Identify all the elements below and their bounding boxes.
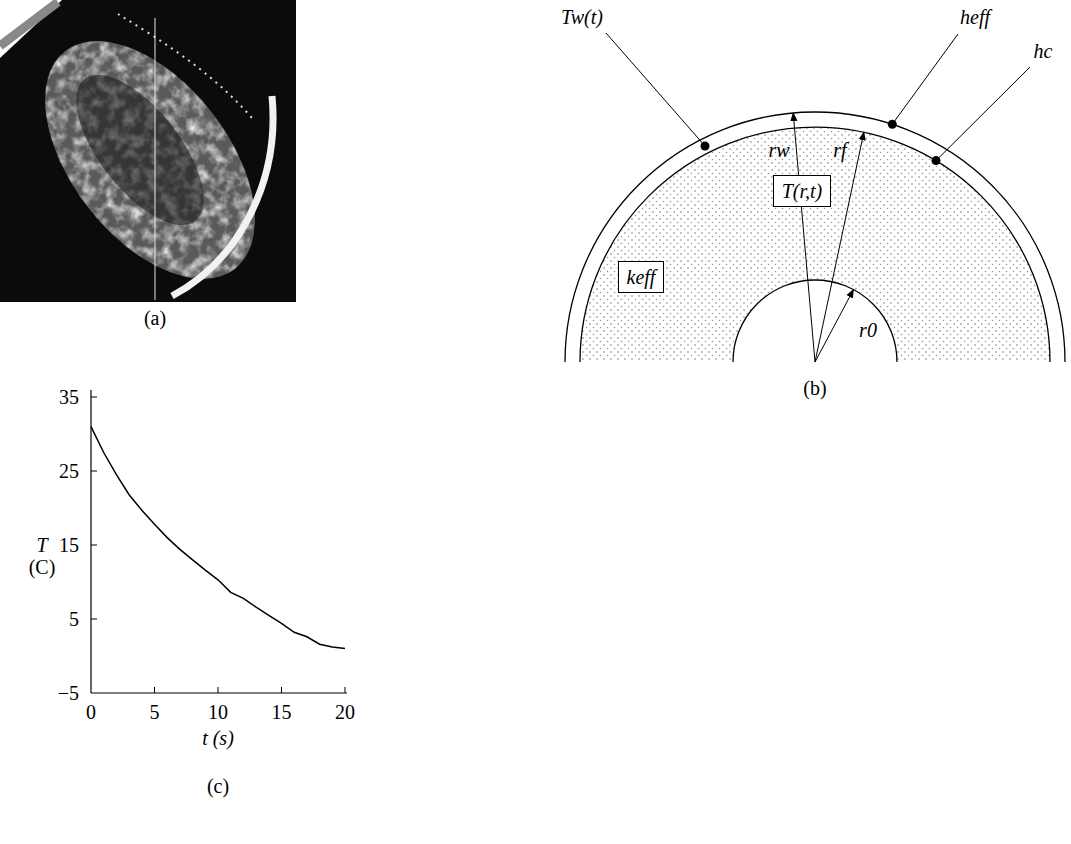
inner-wall-arc: [580, 127, 1050, 362]
photo-dark-core: [53, 54, 227, 245]
panel-label: (a): [144, 307, 166, 329]
outer-wall-arc: [565, 112, 1065, 362]
leader-line: [606, 33, 705, 146]
symbol-label: Tw(t): [561, 6, 603, 28]
radius-arrow: [815, 290, 854, 362]
core-arc: [733, 280, 897, 362]
radius-arrow: [815, 132, 864, 362]
photo-sample: [4, 3, 297, 317]
tick-label: 25: [59, 460, 79, 482]
axis-title: t (s): [202, 727, 234, 749]
axis-ticks: [91, 397, 345, 693]
photo: [0, 0, 296, 317]
node-text: T(r,t): [782, 180, 823, 202]
temperature-curve: [91, 427, 345, 649]
property-box: keff: [618, 261, 665, 293]
radius-label: rf: [833, 139, 846, 161]
radius-label: r0: [859, 319, 877, 341]
panel-label: (c): [207, 775, 229, 797]
photo-dashes: [118, 14, 252, 118]
tick-label: 10: [208, 701, 228, 723]
panel-label: (b): [803, 377, 826, 399]
point-dot: [701, 142, 710, 151]
symbol-label: hc: [1034, 40, 1053, 62]
node-text: keff: [627, 266, 656, 288]
axis-title: T: [36, 534, 47, 556]
axis-unit: (C): [29, 556, 56, 578]
photo-rim: [172, 96, 273, 296]
tick-label: 0: [86, 701, 96, 723]
tick-label: 15: [59, 534, 79, 556]
radius-label: rw: [768, 139, 789, 161]
tick-label: 20: [335, 701, 355, 723]
tick-label: 5: [150, 701, 160, 723]
photo-line: [155, 18, 156, 300]
tick-label: 35: [59, 386, 79, 408]
leader-line: [892, 34, 958, 124]
point-dot: [932, 156, 941, 165]
y-axis: [90, 390, 91, 693]
tick-label: −5: [58, 682, 79, 704]
photo-speckle: [4, 3, 297, 317]
field-box: T(r,t): [773, 175, 832, 207]
photo-edge: [0, 2, 58, 46]
porous-region: [580, 127, 1050, 362]
symbol-label: heff: [960, 6, 990, 28]
leader-line: [936, 67, 1030, 161]
tick-label: 5: [69, 608, 79, 630]
cross-section: [565, 33, 1065, 362]
chart: [91, 390, 347, 693]
radius-arrow: [793, 113, 815, 362]
x-axis: [91, 692, 347, 693]
point-dot: [888, 120, 897, 129]
tick-label: 15: [272, 701, 292, 723]
